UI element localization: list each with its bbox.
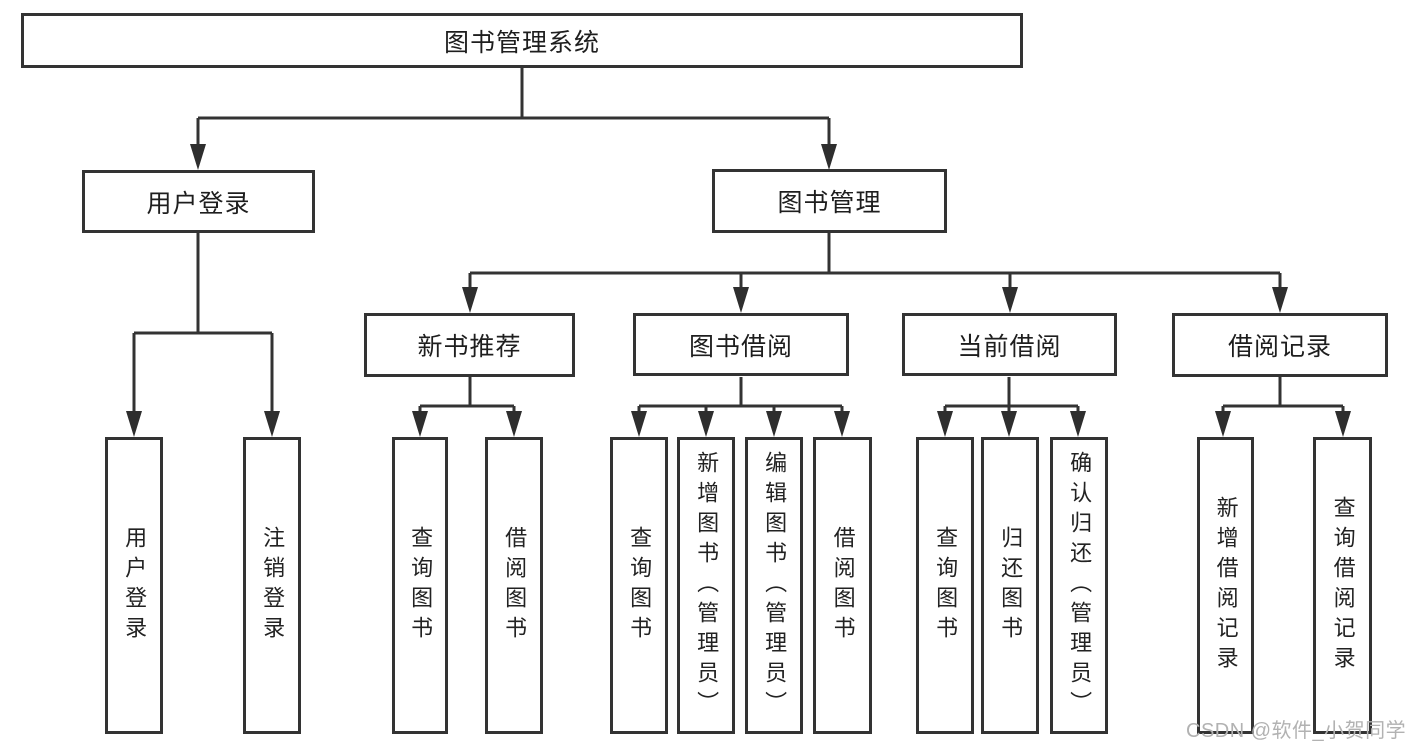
leaf-query-book-current: 查询图书 — [916, 437, 974, 734]
leaf-label: 编辑图书（管理员） — [762, 450, 788, 721]
node-label: 图书借阅 — [688, 332, 793, 361]
leaf-confirm-return-admin: 确认归还（管理员） — [1050, 437, 1108, 734]
leaf-logout: 注销登录 — [243, 437, 301, 734]
connector-book-management-branch — [468, 233, 1282, 295]
connector-root-to-level2 — [196, 68, 831, 150]
leaf-label: 查询图书 — [933, 525, 959, 646]
connector-book-borrow-branch — [637, 377, 844, 418]
leaf-label: 借阅图书 — [502, 525, 528, 646]
connector-borrow-record-branch — [1221, 377, 1345, 418]
leaf-return-book: 归还图书 — [981, 437, 1039, 734]
leaf-label: 确认归还（管理员） — [1067, 450, 1093, 721]
node-label: 用户登录 — [146, 189, 251, 218]
leaf-label: 归还图书 — [998, 525, 1024, 646]
node-user-login: 用户登录 — [82, 170, 315, 233]
node-library-management-system: 图书管理系统 — [21, 13, 1023, 68]
node-book-management: 图书管理 — [712, 169, 947, 233]
node-label: 当前借阅 — [957, 332, 1062, 361]
node-label: 图书管理 — [777, 189, 882, 217]
leaf-edit-book-admin: 编辑图书（管理员） — [745, 437, 803, 734]
leaf-query-book-recommend: 查询图书 — [392, 437, 448, 734]
leaf-add-borrow-record: 新增借阅记录 — [1197, 437, 1254, 734]
leaf-borrow-book-recommend: 借阅图书 — [485, 437, 543, 734]
leaf-label: 借阅图书 — [830, 525, 856, 646]
leaf-label: 注销登录 — [260, 525, 286, 646]
node-borrow-record: 借阅记录 — [1172, 313, 1388, 377]
leaf-label: 查询借阅记录 — [1330, 495, 1356, 676]
leaf-label: 新增借阅记录 — [1213, 495, 1239, 676]
leaf-label: 查询图书 — [408, 525, 434, 646]
node-label: 新书推荐 — [417, 333, 522, 361]
node-label: 借阅记录 — [1227, 333, 1332, 361]
node-current-borrow: 当前借阅 — [902, 313, 1117, 376]
leaf-label: 新增图书（管理员） — [694, 450, 720, 721]
node-new-book-recommend: 新书推荐 — [364, 313, 575, 377]
csdn-watermark: CSDN @软件_小贺同学 — [1186, 720, 1405, 742]
leaf-add-book-admin: 新增图书（管理员） — [677, 437, 735, 734]
connector-user-login-branch — [132, 233, 274, 418]
node-book-borrow: 图书借阅 — [633, 313, 849, 376]
node-label: 图书管理系统 — [443, 28, 600, 57]
leaf-user-login: 用户登录 — [105, 437, 163, 734]
leaf-borrow-book: 借阅图书 — [813, 437, 872, 734]
connector-new-book-branch — [418, 377, 516, 418]
leaf-query-borrow-record: 查询借阅记录 — [1313, 437, 1372, 734]
leaf-query-book-borrow: 查询图书 — [610, 437, 668, 734]
leaf-label: 查询图书 — [627, 525, 653, 646]
leaf-label: 用户登录 — [122, 525, 148, 646]
arrowhead-icons — [126, 144, 1351, 437]
